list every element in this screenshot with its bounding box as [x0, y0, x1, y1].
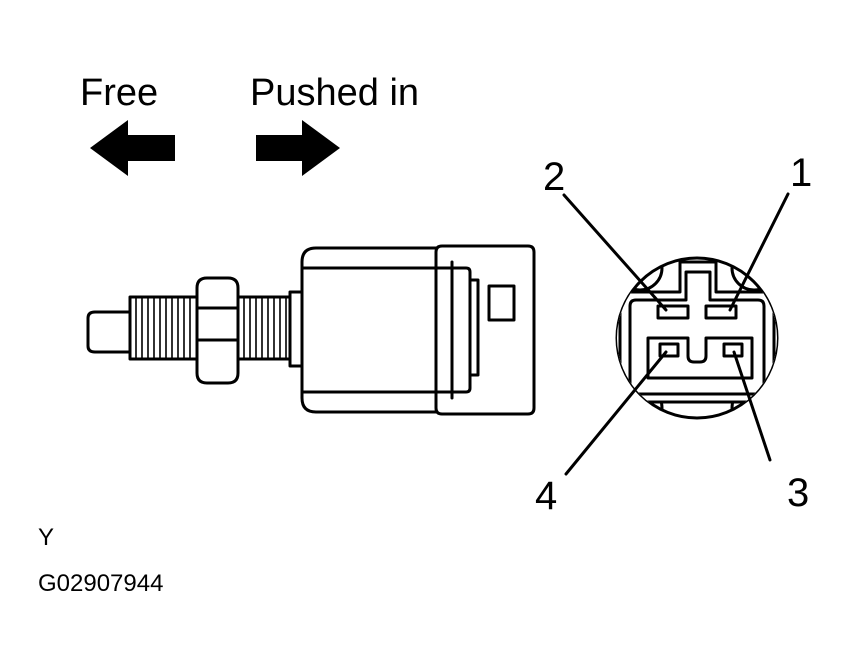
leader-line-4 — [564, 350, 668, 476]
code-letter: Y — [38, 524, 54, 551]
leader-line-2 — [562, 193, 668, 312]
figure-id: G02907944 — [38, 570, 163, 597]
leader-line-3 — [732, 350, 772, 462]
connector-latch — [487, 284, 516, 322]
terminal-1-pin — [704, 304, 738, 320]
leader-line-1 — [728, 192, 790, 312]
terminal-3-label: 3 — [787, 471, 809, 515]
free-label: Free — [80, 72, 158, 114]
plunger — [86, 310, 135, 354]
arrow-left-icon — [90, 120, 175, 176]
switch-body — [300, 246, 442, 414]
terminal-1-label: 1 — [790, 151, 812, 195]
terminal-2-label: 2 — [543, 155, 565, 199]
arrow-right-icon — [256, 120, 340, 176]
switch-side-view — [86, 244, 536, 416]
terminal-4-label: 4 — [535, 474, 557, 518]
lock-nut — [195, 276, 240, 385]
terminal-3-pin — [722, 342, 744, 358]
pushed-in-label: Pushed in — [250, 72, 419, 114]
